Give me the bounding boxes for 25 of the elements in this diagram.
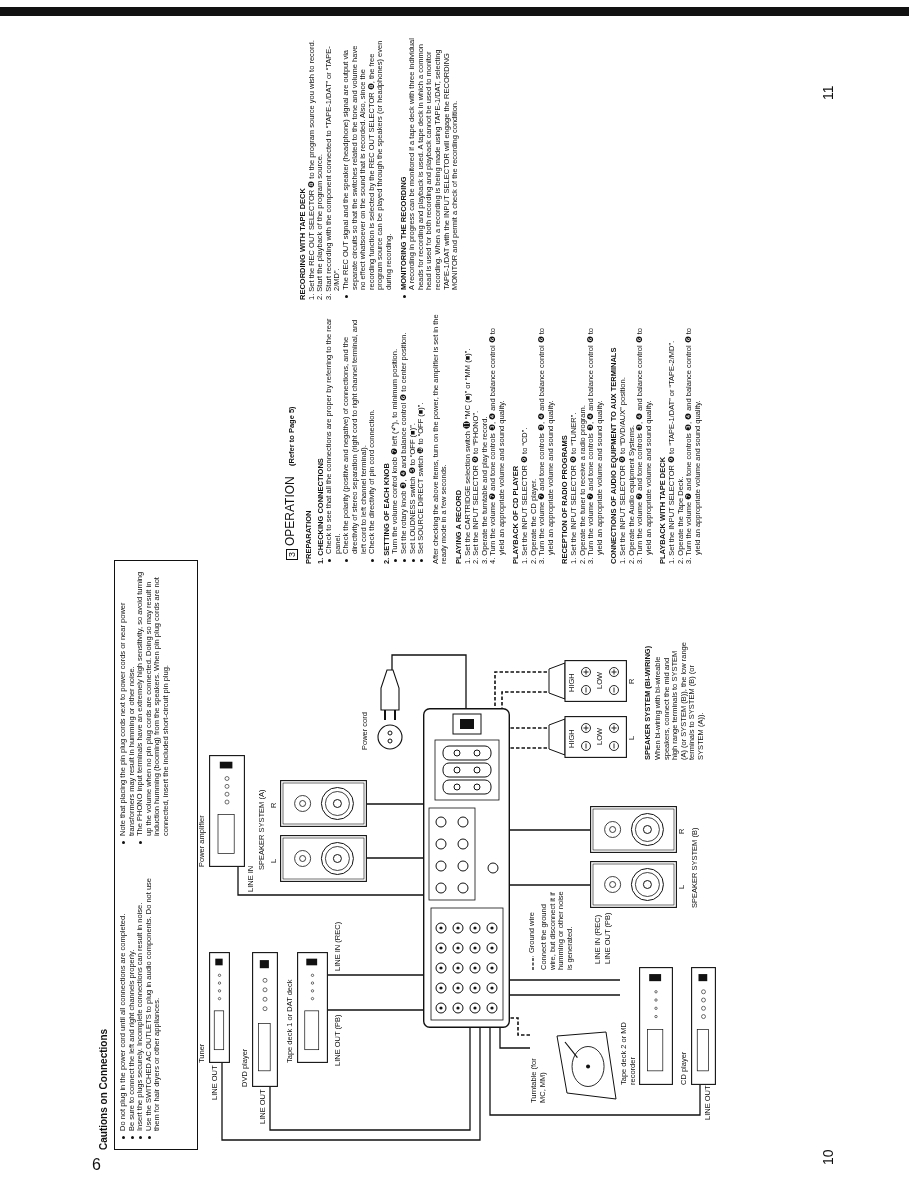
cable <box>509 829 591 831</box>
cable <box>509 979 621 981</box>
page-number: 6 <box>92 1156 101 1174</box>
dashed-cable <box>509 747 548 749</box>
dashed-cable <box>494 671 548 709</box>
cable <box>327 1009 424 1011</box>
dashed-cable <box>509 1017 531 1036</box>
cable <box>366 857 424 859</box>
cable <box>391 654 467 709</box>
section-title: OPERATION <box>283 476 298 546</box>
cable <box>489 1027 701 1116</box>
section-number: 3 <box>286 549 298 560</box>
page-number: 10 <box>820 1148 837 1165</box>
cable <box>366 803 424 805</box>
cable <box>499 1027 531 1049</box>
cable <box>237 866 424 896</box>
cable <box>269 1027 471 1131</box>
page-number: 11 <box>820 84 837 100</box>
cable <box>327 974 424 976</box>
section-heading: Cautions on Connections <box>98 1028 110 1150</box>
dashed-cable <box>501 691 548 709</box>
cable <box>509 884 591 886</box>
dashed-cable <box>509 727 548 729</box>
cable <box>509 994 621 996</box>
cable <box>221 1027 481 1141</box>
